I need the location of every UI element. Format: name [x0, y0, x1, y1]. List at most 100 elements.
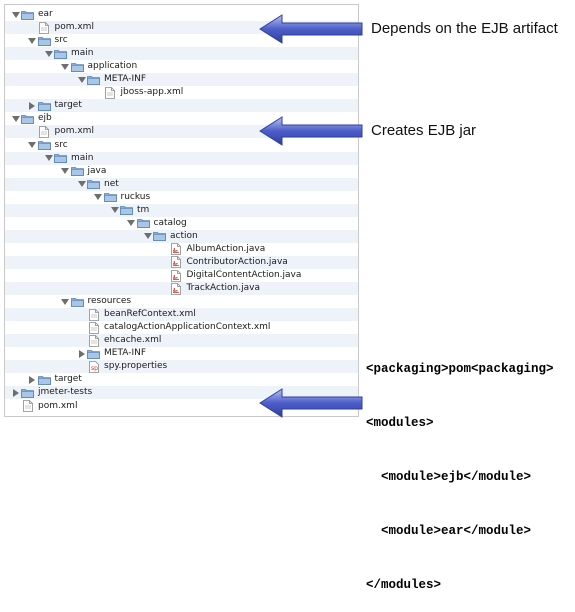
tree-row[interactable]: beanRefContext.xml [5, 308, 358, 322]
disclosure-open-icon[interactable] [76, 73, 87, 86]
disclosure-open-icon[interactable] [60, 295, 71, 308]
tree-row[interactable]: AlbumAction.java [5, 243, 358, 256]
folder-icon [70, 61, 84, 72]
folder-icon [37, 35, 51, 46]
arrow-ear-pom-icon [259, 14, 363, 44]
tree-row[interactable]: resources [5, 295, 358, 308]
tree-row[interactable]: tm [5, 203, 358, 217]
disclosure-spacer [76, 334, 87, 347]
tree-row[interactable]: target [5, 373, 358, 386]
disclosure-open-icon[interactable] [109, 204, 120, 217]
tree-row[interactable]: main [5, 151, 358, 165]
tree-row[interactable]: catalogActionApplicationContext.xml [5, 321, 358, 334]
tree-row[interactable]: main [5, 47, 358, 61]
disclosure-open-icon[interactable] [10, 8, 21, 21]
xml-file-icon [38, 126, 51, 138]
disclosure-closed-icon[interactable] [76, 347, 87, 360]
arrow-root-pom-icon [259, 388, 363, 418]
folder-icon [70, 166, 84, 177]
tree-item-label: ear [38, 9, 53, 19]
disclosure-open-icon[interactable] [43, 47, 54, 60]
disclosure-spacer [76, 308, 87, 321]
tree-item-label: ContributorAction.java [186, 256, 288, 267]
tree-item-label: main [71, 48, 94, 59]
java-file-icon [170, 243, 183, 256]
tree-row[interactable]: action [5, 229, 358, 243]
disclosure-open-icon[interactable] [27, 34, 38, 47]
tree-item-label: net [104, 178, 119, 189]
disclosure-closed-icon[interactable] [27, 99, 38, 112]
tree-row[interactable]: ear [5, 8, 358, 21]
disclosure-spacer [10, 400, 21, 413]
tree-row[interactable]: jmeter-tests [5, 386, 358, 400]
disclosure-closed-icon[interactable] [27, 373, 38, 386]
tree-item-label: META-INF [104, 348, 147, 359]
tree-item-label: catalogActionApplicationContext.xml [104, 322, 271, 333]
tree-item-label: java [87, 165, 107, 176]
disclosure-open-icon[interactable] [43, 152, 54, 165]
tree-row[interactable]: net [5, 177, 358, 191]
disclosure-open-icon[interactable] [76, 178, 87, 191]
tree-row[interactable]: TrackAction.java [5, 282, 358, 296]
tree-item-label: AlbumAction.java [186, 243, 266, 254]
disclosure-spacer [159, 243, 170, 256]
tree-item-label: spy.properties [104, 361, 168, 372]
disclosure-open-icon[interactable] [126, 217, 137, 230]
svg-text:sp: sp [91, 365, 98, 372]
tree-row[interactable]: catalog [5, 217, 358, 230]
tree-item-label: tm [137, 204, 150, 215]
folder-icon [37, 374, 51, 385]
java-file-icon [170, 282, 183, 295]
tree-row[interactable]: ehcache.xml [5, 334, 358, 348]
xml-line: <module>ear</module> [366, 524, 532, 538]
tree-row[interactable]: target [5, 99, 358, 113]
java-file-icon [170, 269, 183, 282]
folder-icon [37, 140, 51, 151]
tree-row[interactable]: DigitalContentAction.java [5, 269, 358, 282]
tree-row[interactable]: application [5, 60, 358, 73]
folder-icon [37, 100, 51, 111]
tree-item-label: jmeter-tests [38, 387, 93, 398]
tree-row[interactable]: jboss-app.xml [5, 86, 358, 99]
disclosure-open-icon[interactable] [60, 165, 71, 178]
tree-row[interactable]: META-INF [5, 73, 358, 87]
tree-item-label: ruckus [120, 191, 151, 202]
tree-row[interactable]: java [5, 165, 358, 178]
disclosure-open-icon[interactable] [60, 60, 71, 73]
xml-modules-snippet: <packaging>pom<packaging> <modules> <mod… [366, 324, 554, 612]
tree-row[interactable]: META-INF [5, 347, 358, 360]
disclosure-spacer [76, 321, 87, 334]
disclosure-open-icon[interactable] [10, 112, 21, 125]
tree-row[interactable]: ejb [5, 112, 358, 125]
callout-ear-pom-label: Depends on the EJB artifact [371, 20, 558, 37]
xml-file-icon [104, 86, 117, 99]
tree-item-label: main [71, 152, 94, 163]
tree-row[interactable]: src [5, 34, 358, 47]
tree-row[interactable]: sp spy.properties [5, 360, 358, 374]
folder-icon [54, 48, 67, 59]
xml-line: <modules> [366, 416, 434, 430]
disclosure-open-icon[interactable] [27, 139, 38, 152]
folder-icon [21, 113, 34, 124]
xml-line: <packaging>pom<packaging> [366, 362, 554, 376]
folder-icon [87, 179, 100, 190]
tree-item-label: DigitalContentAction.java [186, 270, 302, 280]
tree-row[interactable]: src [5, 139, 358, 152]
disclosure-closed-icon[interactable] [10, 386, 21, 399]
tree-row[interactable]: ruckus [5, 191, 358, 204]
disclosure-open-icon[interactable] [142, 230, 153, 243]
disclosure-spacer [159, 269, 170, 282]
tree-row[interactable]: pom.xml [5, 400, 358, 413]
tree-item-label: target [54, 100, 82, 111]
disclosure-open-icon[interactable] [93, 191, 104, 204]
java-file-icon [170, 256, 183, 269]
folder-icon [21, 387, 34, 398]
folder-icon [70, 296, 84, 307]
tree-item-label: catalog [153, 217, 187, 228]
tree-item-label: pom.xml [54, 126, 94, 137]
properties-file-icon: sp [87, 360, 100, 373]
tree-item-label: META-INF [104, 74, 147, 85]
tree-row[interactable]: ContributorAction.java [5, 255, 358, 269]
folder-icon [87, 74, 100, 85]
